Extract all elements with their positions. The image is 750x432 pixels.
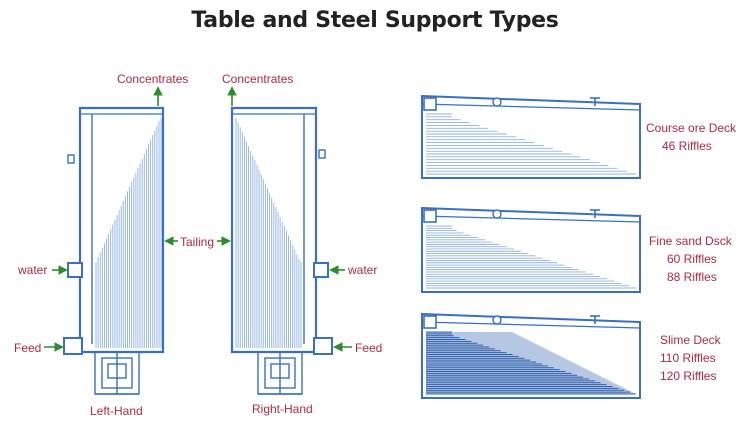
- right-water-box: [313, 262, 329, 278]
- page-title: Table and Steel Support Types: [191, 8, 559, 33]
- left-drive-mechanism: [94, 351, 140, 395]
- left-hand-table: [63, 106, 165, 395]
- deck-corner-box: [423, 209, 437, 223]
- deck-2: [421, 206, 641, 293]
- right-hand-table: [230, 106, 333, 395]
- deck-3-name: Slime Deck: [660, 333, 721, 347]
- right-table-riffles: [235, 118, 302, 348]
- flow-arrows: [44, 86, 352, 352]
- deck-profiles: [421, 94, 641, 399]
- deck-1: [421, 94, 641, 179]
- deck-2-riffles-1: 60 Riffles: [667, 252, 717, 266]
- deck-3-riffles-2: 120 Riffles: [660, 369, 717, 383]
- deck-frame: [421, 206, 641, 293]
- left-feed-box: [63, 337, 83, 355]
- deck-2-riffles-2: 88 Riffles: [667, 270, 717, 284]
- deck-2-name: Fine sand Dsck: [649, 234, 732, 248]
- right-feed-box: [313, 337, 333, 355]
- deck-corner-box: [423, 97, 437, 111]
- left-hand-label: Left-Hand: [90, 404, 143, 418]
- deck-1-riffles-1: 46 Riffles: [662, 139, 712, 153]
- deck-3: [421, 312, 641, 399]
- right-feed-label: Feed: [355, 341, 383, 355]
- right-water-label: water: [348, 263, 378, 277]
- left-concentrates-label: Concentrates: [117, 72, 189, 86]
- deck-knob: [492, 209, 502, 219]
- deck-rail: [421, 321, 641, 329]
- deck-3-riffles-1: 110 Riffles: [660, 351, 716, 365]
- left-water-label: water: [18, 263, 48, 277]
- right-concentrates-label: Concentrates: [222, 72, 294, 86]
- deck-knob: [492, 315, 502, 325]
- slime-riffle-shade: [426, 332, 636, 394]
- left-water-box: [67, 262, 83, 278]
- deck-knob: [492, 97, 502, 107]
- right-drive-mechanism: [257, 351, 303, 395]
- deck-frame: [421, 312, 641, 399]
- tailing-label: Tailing: [180, 235, 215, 249]
- left-table-riffles: [95, 118, 162, 348]
- deck-1-name: Course ore Deck: [646, 121, 737, 135]
- deck-rail: [421, 103, 641, 111]
- right-hand-label: Right-Hand: [252, 402, 313, 416]
- deck-frame: [421, 94, 641, 179]
- deck-corner-box: [423, 315, 437, 329]
- deck-rail: [421, 215, 641, 223]
- left-feed-label: Feed: [14, 341, 42, 355]
